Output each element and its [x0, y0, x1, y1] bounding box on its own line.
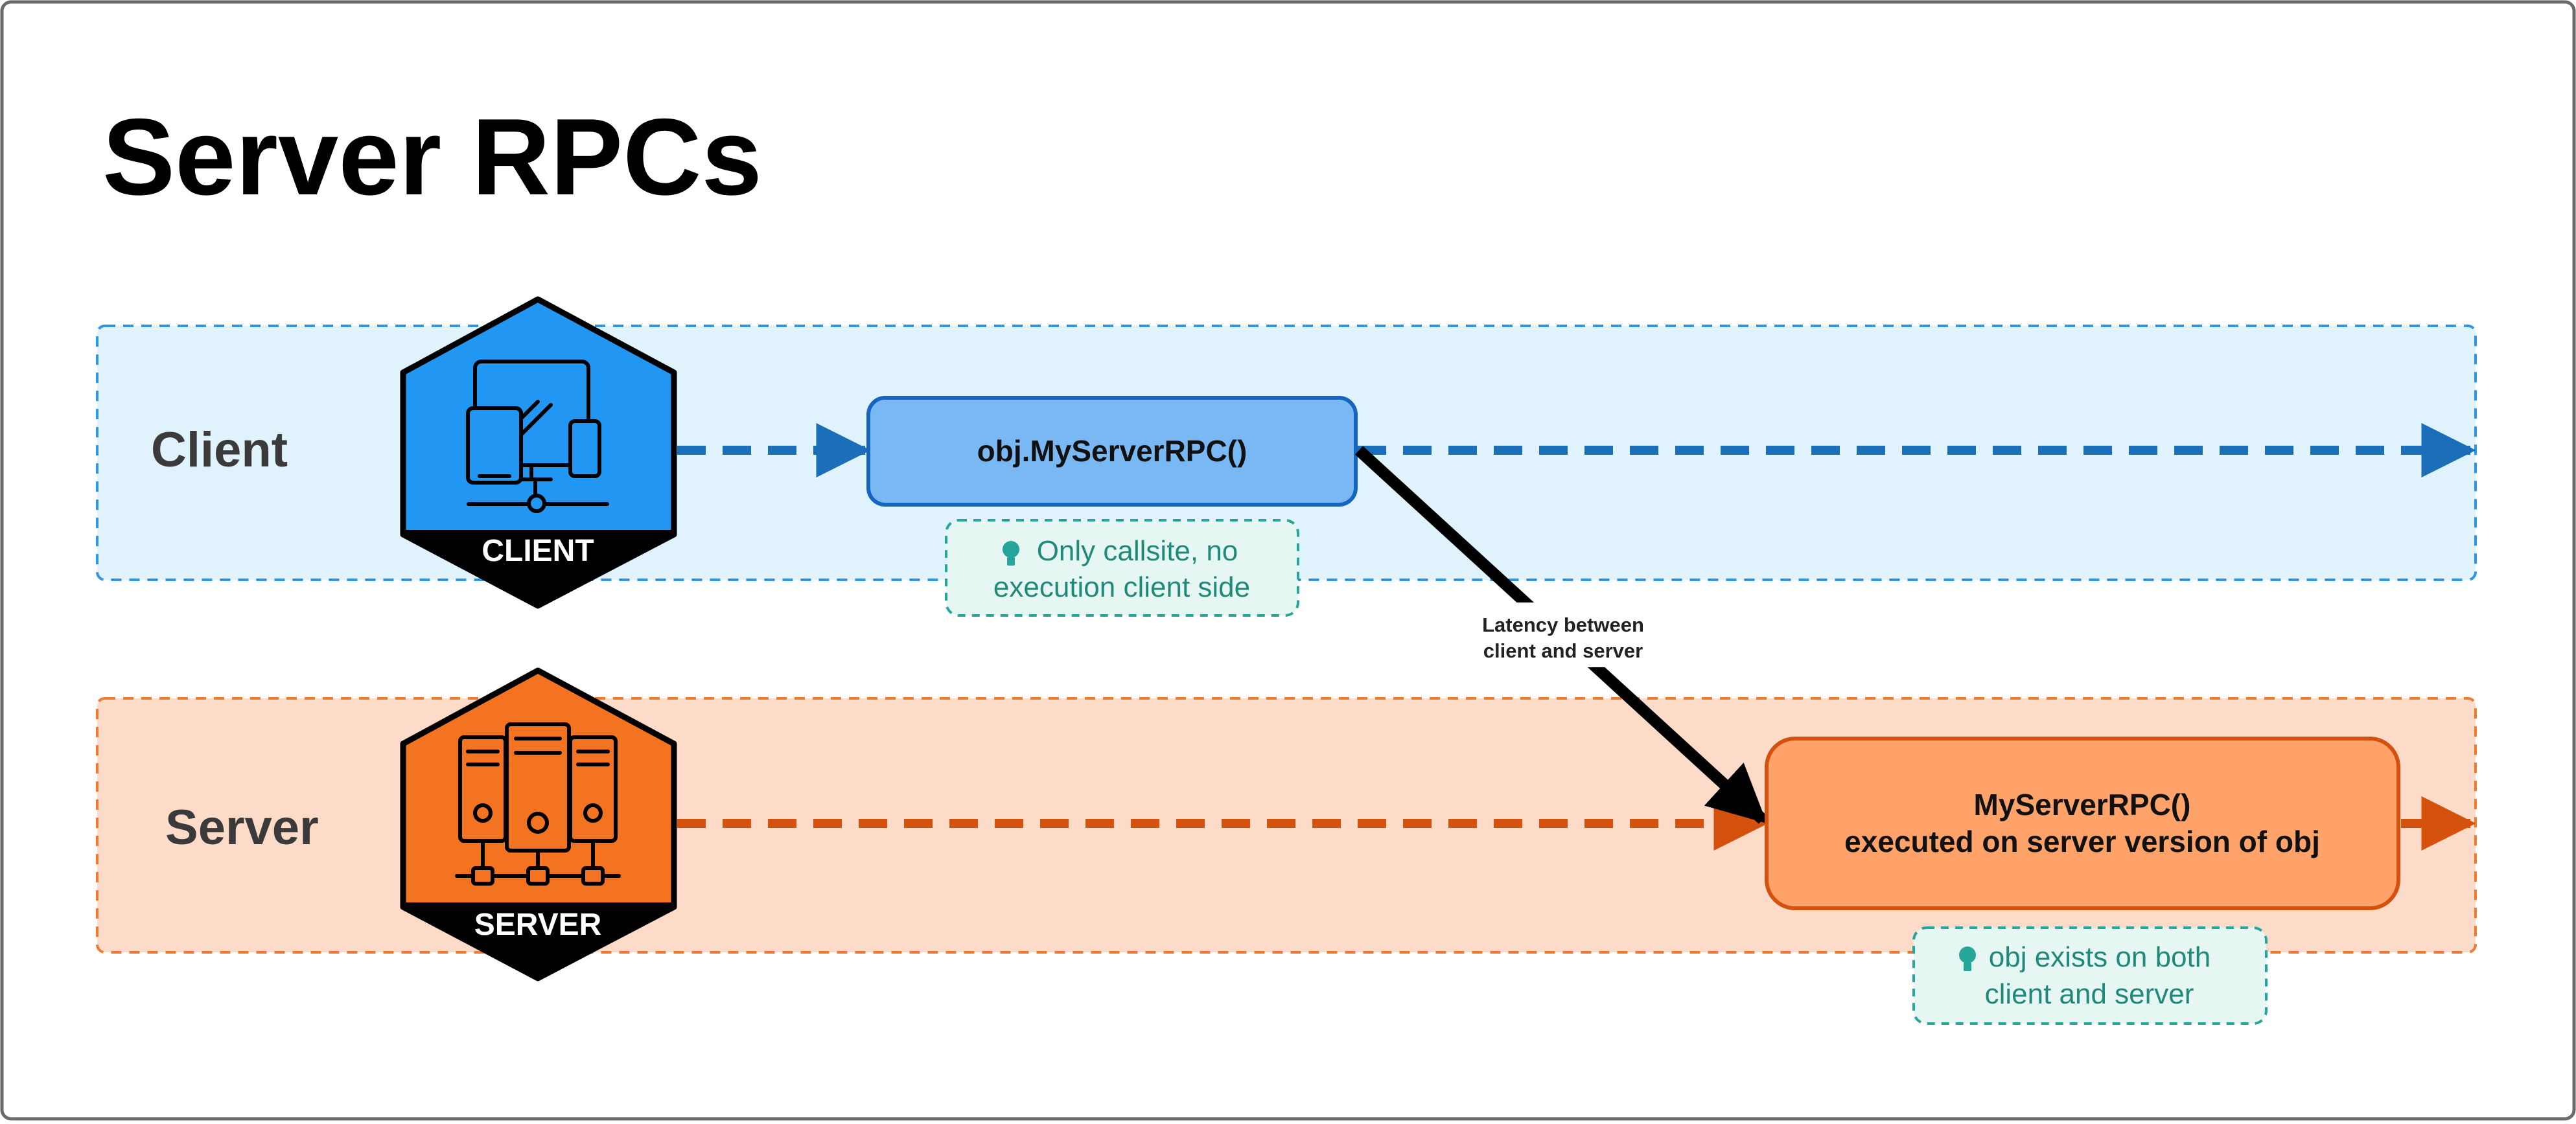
lightbulb-icon: [1003, 541, 1019, 566]
server-rack-icon: [455, 722, 621, 886]
diagram-title: Server RPCs: [102, 96, 762, 218]
server-note-line-1: obj exists on both: [1989, 941, 2210, 973]
client-note: Only callsite, no execution client side: [945, 519, 1299, 617]
server-exec-line-2: executed on server version of obj: [1844, 825, 2320, 858]
latency-label-line-2: client and server: [1483, 639, 1643, 662]
latency-label-line-1: Latency between: [1482, 614, 1644, 636]
server-exec-line-1: MyServerRPC(): [1974, 788, 2191, 821]
server-note: obj exists on both client and server: [1912, 926, 2268, 1025]
server-badge-text: SERVER: [474, 908, 602, 942]
client-note-line-2: execution client side: [993, 571, 1250, 603]
client-note-line-1: Only callsite, no: [1037, 535, 1238, 567]
latency-label-bg: [1450, 602, 1677, 667]
server-note-line-2: client and server: [1985, 978, 2194, 1010]
lightbulb-icon: [1959, 946, 1976, 971]
client-badge-text: CLIENT: [482, 534, 594, 568]
client-hex: [403, 299, 674, 606]
devices-icon: [466, 360, 609, 513]
server-exec-box: [1765, 737, 2400, 910]
client-lane-label: Client: [151, 422, 288, 477]
server-lane-label: Server: [165, 800, 319, 855]
client-call-text: obj.MyServerRPC(): [977, 434, 1247, 468]
client-call-box: [866, 396, 1358, 507]
